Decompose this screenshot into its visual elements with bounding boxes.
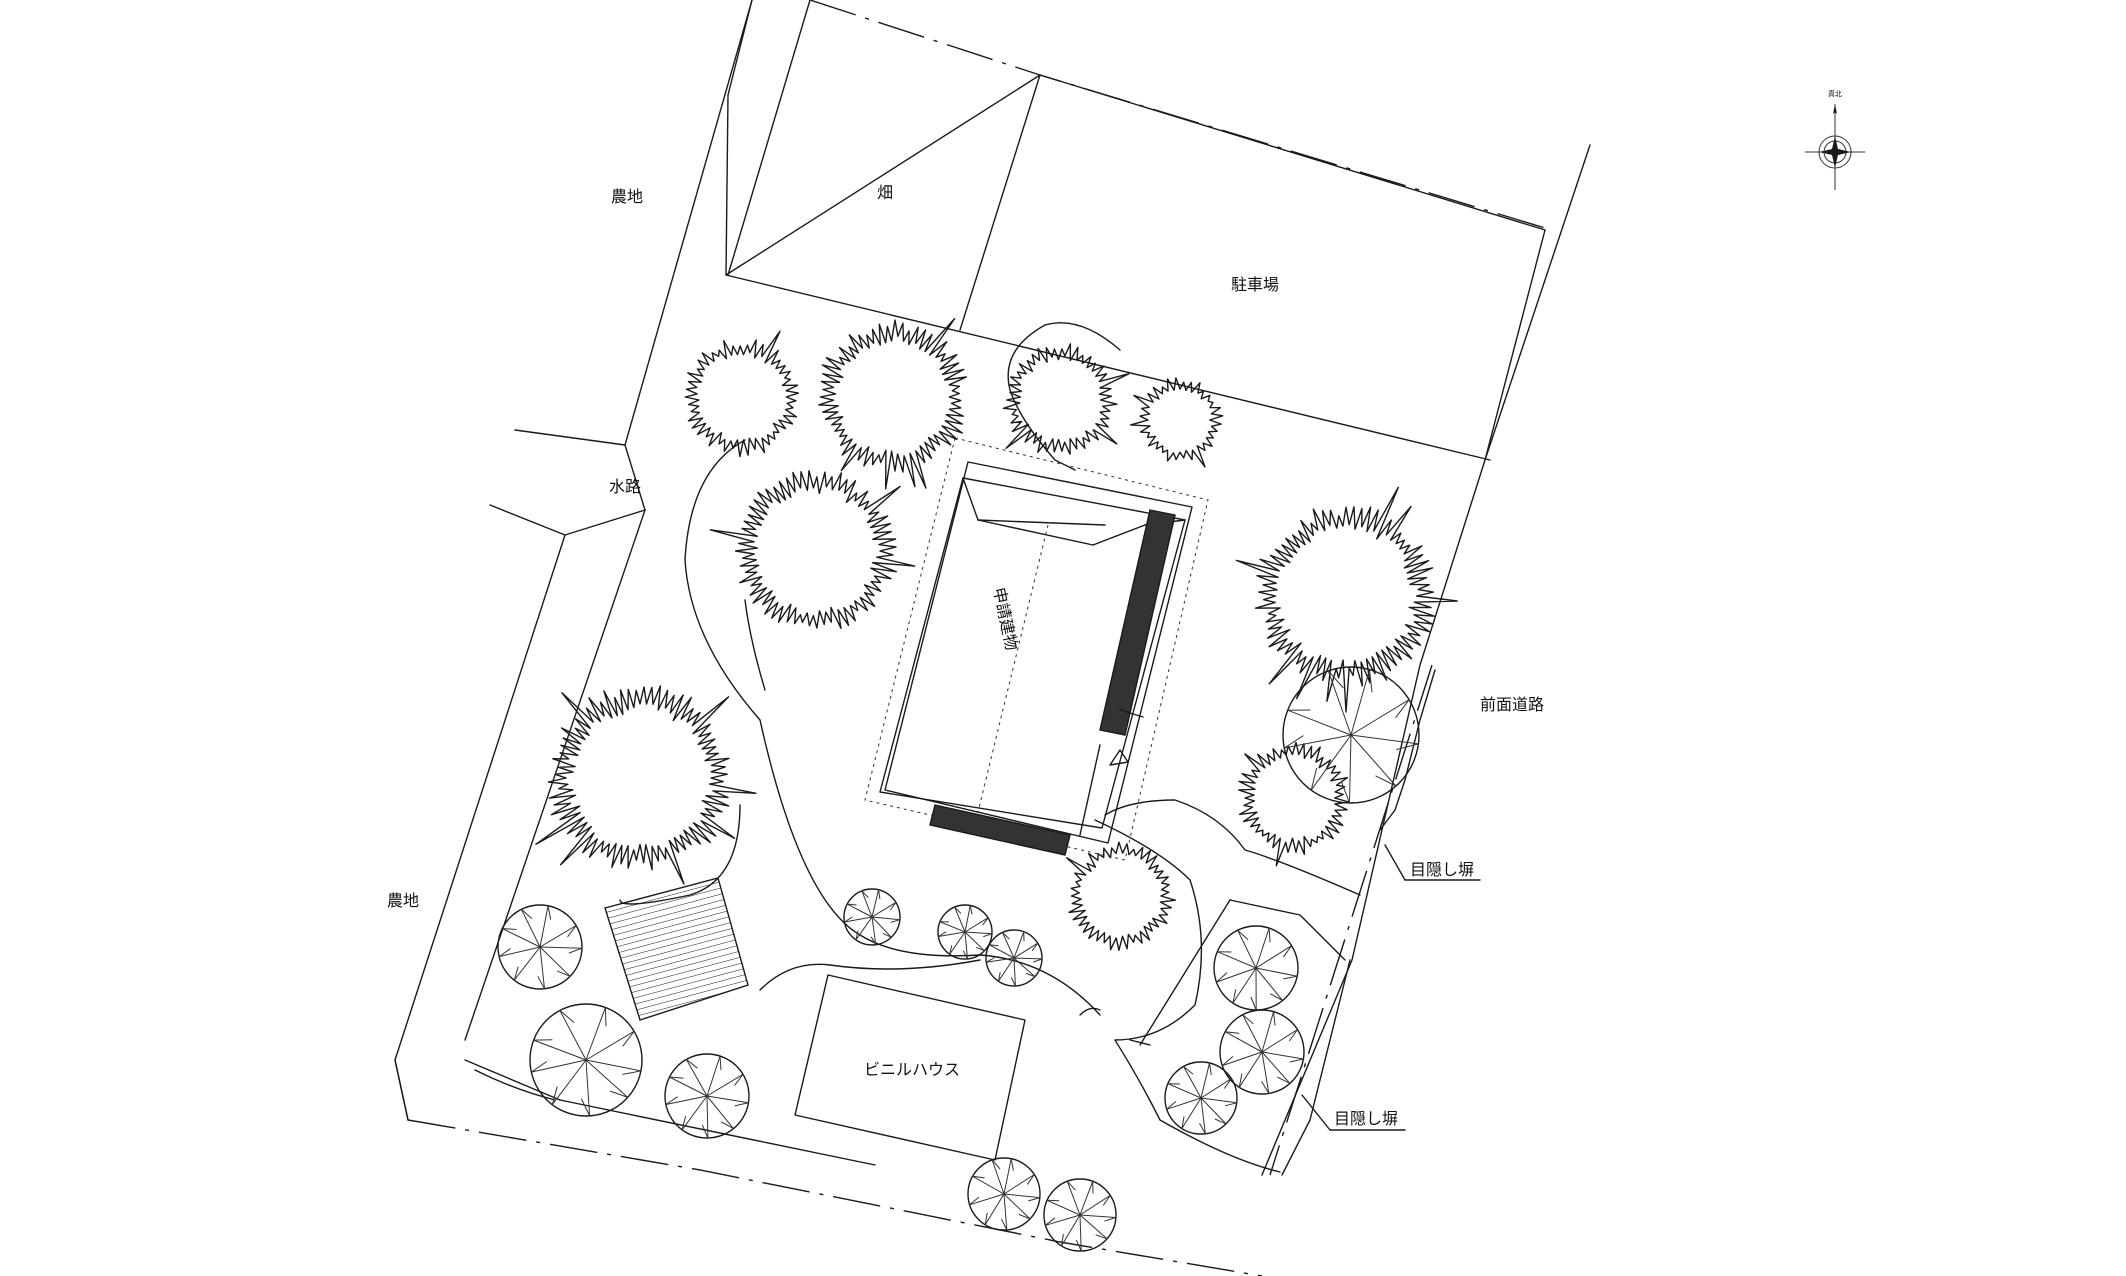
garden-path-curves bbox=[474, 322, 1436, 1176]
fence-label-1: 目隠し塀 bbox=[1384, 844, 1481, 881]
field-label: 畑 bbox=[877, 184, 893, 202]
evergreen-tree-symbol-icon bbox=[1219, 1009, 1305, 1095]
fence-label-1-text: 目隠し塀 bbox=[1410, 861, 1474, 879]
deciduous-tree-symbol-icon bbox=[818, 317, 967, 490]
deciduous-tree-symbol-icon bbox=[1237, 741, 1350, 867]
evergreen-tree-symbol-icon bbox=[937, 904, 993, 960]
deciduous-trees bbox=[535, 317, 1458, 951]
deciduous-tree-symbol-icon bbox=[1235, 486, 1458, 713]
deciduous-tree-symbol-icon bbox=[535, 685, 757, 885]
deciduous-tree-symbol-icon bbox=[709, 470, 916, 629]
evergreen-tree-symbol-icon bbox=[664, 1053, 750, 1139]
farmland-west-label: 農地 bbox=[387, 892, 419, 910]
farmland-north-label: 農地 bbox=[611, 188, 643, 206]
deciduous-tree-symbol-icon bbox=[1065, 841, 1177, 951]
evergreen-tree-symbol-icon bbox=[985, 929, 1043, 987]
compass-rose-icon: 真北 bbox=[1805, 89, 1865, 190]
parking-label: 駐車場 bbox=[1231, 276, 1279, 294]
evergreen-tree-symbol-icon bbox=[843, 888, 901, 946]
boundary-lines bbox=[394, 0, 1591, 1276]
fence-label-2: 目隠し塀 bbox=[1301, 1094, 1406, 1131]
evergreen-tree-symbol-icon bbox=[497, 904, 583, 990]
greenhouse: ビニルハウス bbox=[794, 974, 1026, 1161]
evergreen-tree-symbol-icon bbox=[1213, 925, 1299, 1011]
evergreen-tree-symbol-icon bbox=[967, 1157, 1041, 1231]
deciduous-tree-symbol-icon bbox=[1002, 343, 1130, 455]
hatched-deck bbox=[604, 877, 749, 1021]
greenhouse-label: ビニルハウス bbox=[864, 1061, 960, 1079]
evergreen-trees bbox=[497, 666, 1420, 1252]
north-mark-label: 真北 bbox=[1828, 89, 1842, 98]
applied-building: 申請建物 bbox=[864, 437, 1209, 861]
evergreen-tree-symbol-icon bbox=[1043, 1178, 1117, 1252]
evergreen-tree-symbol-icon bbox=[1164, 1061, 1238, 1135]
evergreen-tree-symbol-icon bbox=[529, 1003, 643, 1117]
deciduous-tree-symbol-icon bbox=[1129, 377, 1224, 468]
deciduous-tree-symbol-icon bbox=[684, 330, 800, 458]
building-label: 申請建物 bbox=[989, 586, 1020, 652]
front-road-label: 前面道路 bbox=[1480, 696, 1544, 714]
waterway-label: 水路 bbox=[609, 478, 641, 496]
evergreen-tree-symbol-icon bbox=[1282, 666, 1420, 804]
fence-label-2-text: 目隠し塀 bbox=[1334, 1110, 1398, 1128]
